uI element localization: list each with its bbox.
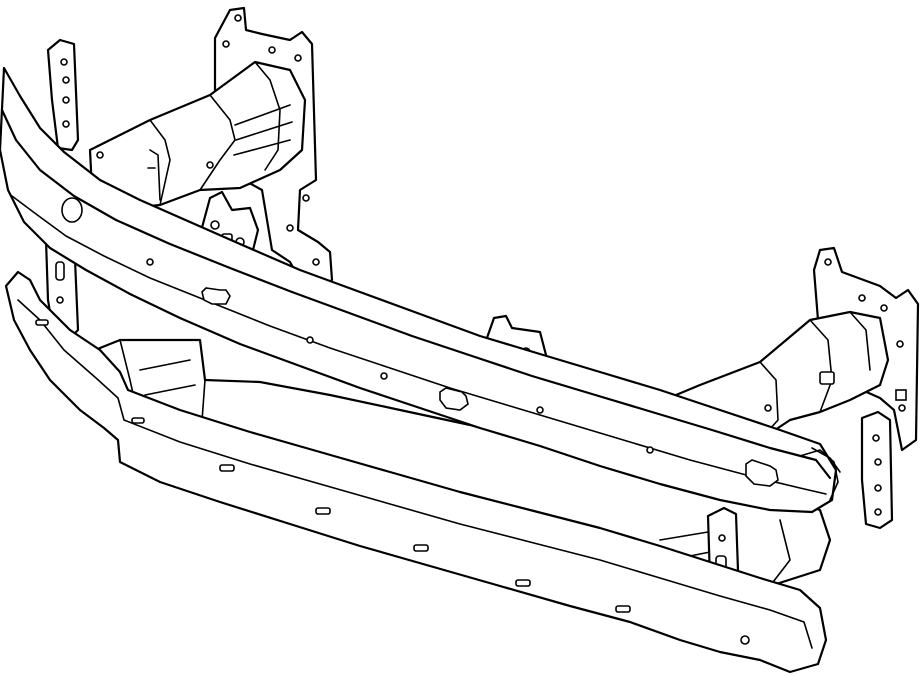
right-beam-end-cap <box>799 449 839 501</box>
lower-skid-plate <box>4 270 828 674</box>
right-lower-vertical-post <box>860 410 894 530</box>
left-crash-box <box>88 60 307 212</box>
main-impact-beam <box>0 66 841 514</box>
left-vertical-post <box>46 38 80 152</box>
